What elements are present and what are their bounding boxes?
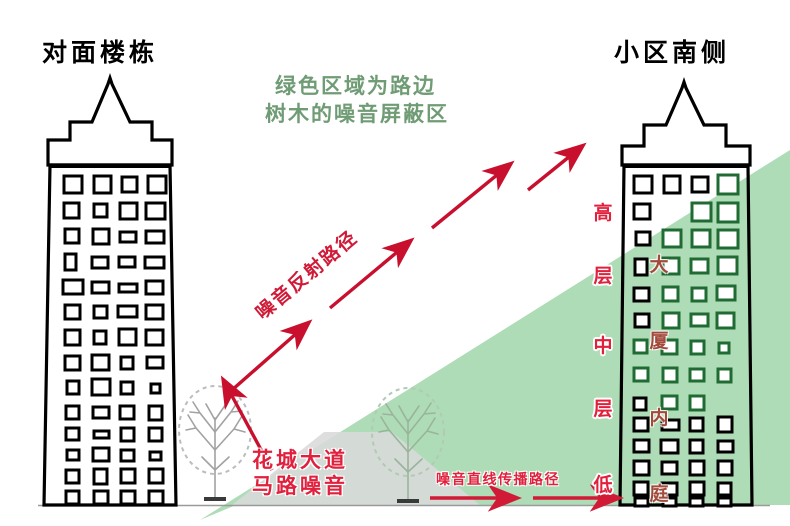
left-building-windows [61, 174, 168, 506]
reflection-arrow-incident [220, 375, 274, 471]
right-building-windows-exposed [632, 174, 735, 508]
left-building-title: 对面楼栋 [42, 39, 159, 67]
left-building [42, 72, 178, 507]
tree-right [371, 387, 445, 503]
tree-right-branches [378, 402, 439, 500]
road-surface [232, 432, 480, 505]
right-building [618, 76, 754, 508]
floor-label-low-1: 低 [593, 474, 613, 496]
left-building-roof [46, 72, 174, 167]
green-legend-line1: 绿色区域为路边 [275, 75, 436, 98]
tree-right-canopy [371, 387, 445, 477]
unit-callout-char-0: 大 [649, 254, 669, 276]
tree-left-base [204, 497, 226, 501]
green-legend-line2: 树木的噪音屏蔽区 [265, 103, 449, 126]
floor-label-high-2: 层 [593, 266, 613, 288]
tree-left [178, 385, 252, 501]
tree-left-branches [185, 400, 246, 498]
tree-right-base [397, 499, 419, 503]
floor-label-high-1: 高 [593, 202, 613, 224]
straight-path-label: 噪音直线传播路径 [436, 471, 560, 487]
floor-label-mid-2: 层 [593, 399, 613, 421]
unit-callout-char-2: 内 [649, 407, 669, 429]
unit-callout-char-1: 厦 [649, 331, 669, 353]
right-building-roof [620, 76, 752, 167]
reflection-arrow-seg3 [430, 160, 515, 230]
reflection-arrow-seg4 [526, 142, 587, 192]
reflection-arrow-seg2 [328, 237, 415, 310]
road-label-line1: 花城大道 [252, 449, 348, 472]
unit-callout-char-3: 庭 [649, 483, 669, 505]
right-building-windows-shielded [632, 173, 740, 412]
noise-reflection-arrows [220, 142, 587, 471]
reflection-arrow-seg1 [230, 319, 313, 392]
road-label-line2: 马路噪音 [252, 475, 348, 498]
right-building-title: 小区南侧 [614, 39, 731, 67]
floor-label-mid-1: 中 [593, 335, 613, 357]
